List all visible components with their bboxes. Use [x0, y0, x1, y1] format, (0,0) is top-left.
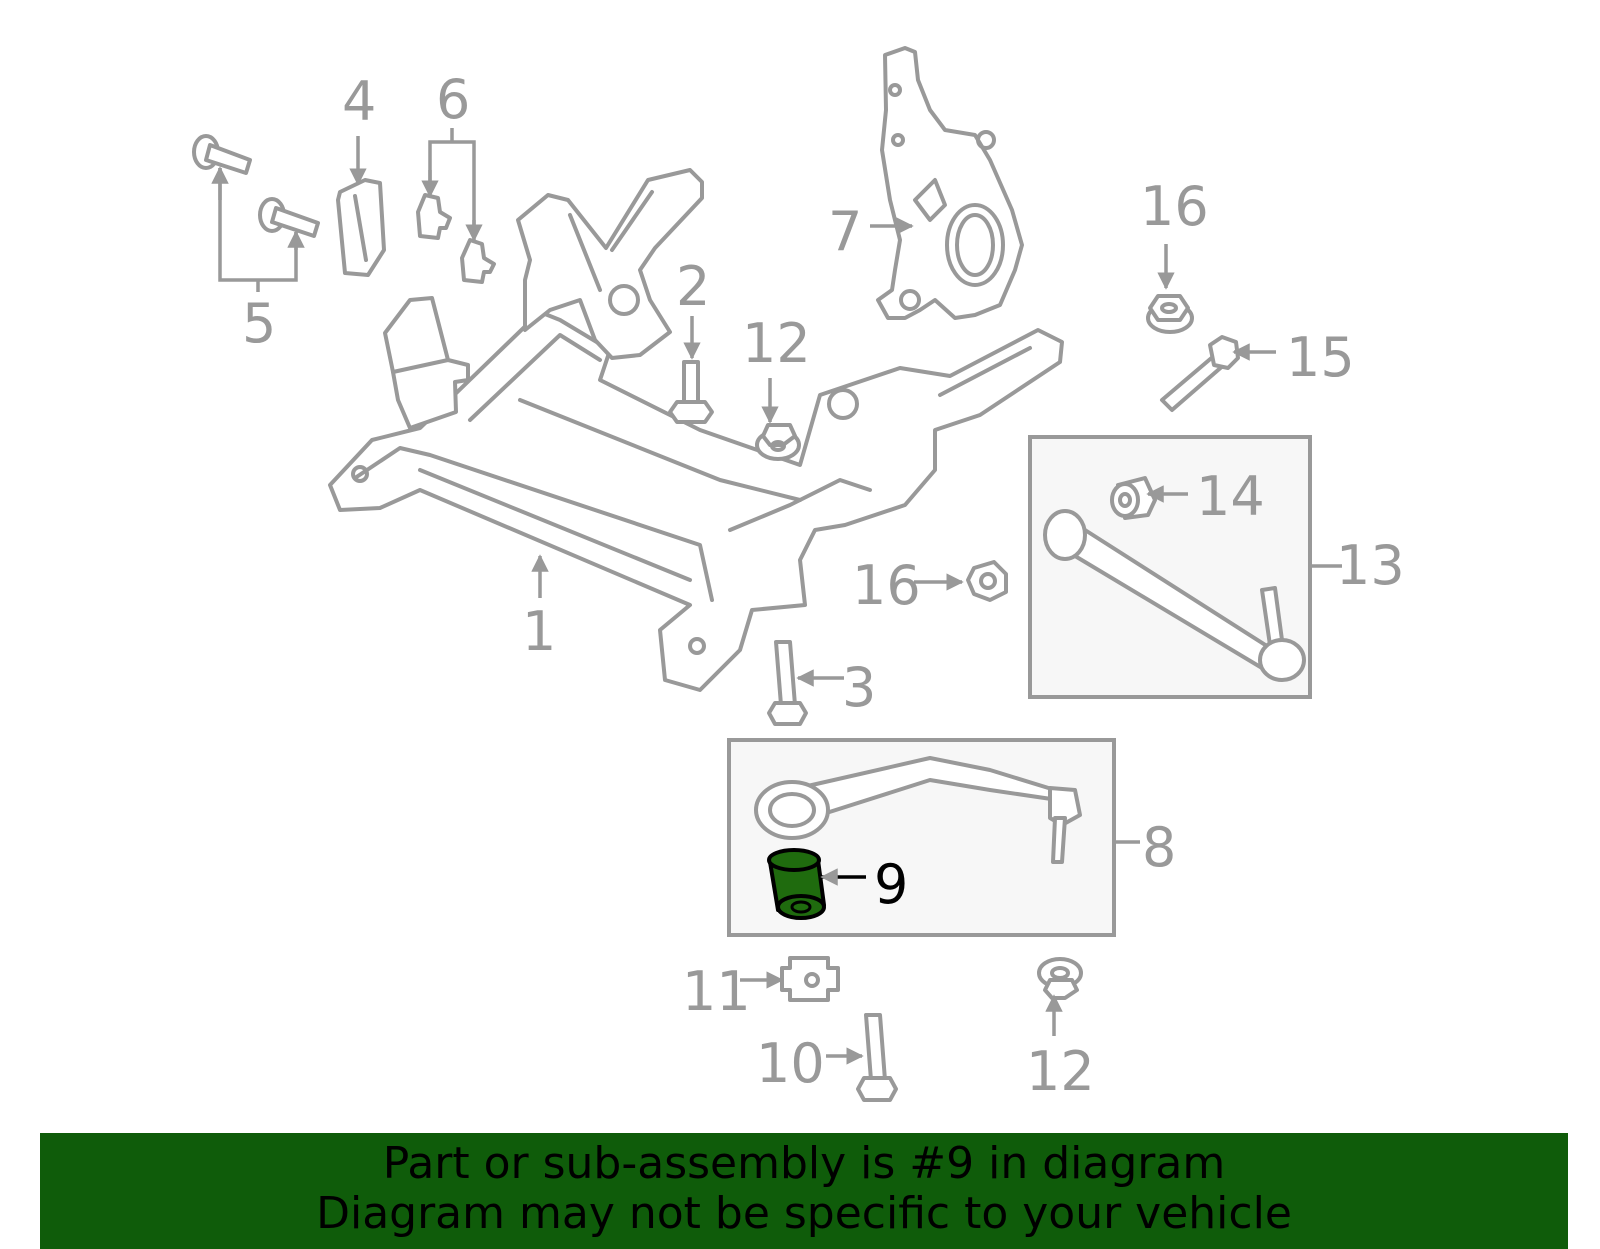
bolts-part-5: [192, 134, 320, 238]
footer-line-2: Diagram may not be specific to your vehi…: [316, 1188, 1292, 1239]
callout-10: 10: [756, 1032, 825, 1095]
callout-13: 13: [1336, 534, 1405, 597]
crossmember-part-1: [328, 168, 1064, 692]
bushing-part-9: [767, 848, 826, 920]
parts-diagram: 1 2 3 4 5 6 7 8 9 10 11 12 12 13 14 15 1…: [192, 46, 1405, 1103]
footer-line-1: Part or sub-assembly is #9 in diagram: [382, 1138, 1226, 1189]
bolt-part-3: [767, 640, 808, 726]
callout-11: 11: [682, 960, 751, 1023]
callout-2: 2: [676, 255, 710, 318]
bushing-part-14: [1110, 476, 1157, 520]
callout-16a: 16: [1140, 175, 1209, 238]
control-arm-part-8: [754, 756, 1082, 864]
insulator-part-4: [336, 178, 386, 277]
clips-part-6: [416, 193, 496, 284]
callout-8: 8: [1142, 816, 1176, 879]
callout-15: 15: [1286, 326, 1355, 389]
nut-part-12b: [1037, 957, 1083, 1000]
nut-part-12a: [755, 423, 801, 461]
retainer-part-11: [780, 956, 840, 1002]
bolt-part-2: [668, 360, 714, 424]
callout-6: 6: [436, 68, 470, 131]
callout-12b: 12: [1026, 1040, 1095, 1103]
upper-arm-part-13: [1043, 509, 1306, 682]
knuckle-part-7: [876, 46, 1024, 320]
bolt-part-15: [1160, 335, 1240, 412]
callout-1: 1: [522, 600, 556, 663]
nut-part-16b: [966, 560, 1008, 602]
callout-7: 7: [828, 200, 862, 263]
leader-lines: [211, 128, 1342, 1065]
nut-part-16a: [1146, 294, 1194, 334]
callout-5: 5: [242, 292, 276, 355]
callout-3: 3: [842, 656, 876, 719]
callout-12a: 12: [742, 312, 811, 375]
callout-9: 9: [874, 853, 908, 916]
callout-16b: 16: [852, 554, 921, 617]
footer-banner: Part or sub-assembly is #9 in diagram Di…: [40, 1133, 1568, 1249]
callout-4: 4: [342, 70, 376, 133]
bolt-part-10: [856, 1013, 898, 1102]
callout-14: 14: [1196, 465, 1265, 528]
